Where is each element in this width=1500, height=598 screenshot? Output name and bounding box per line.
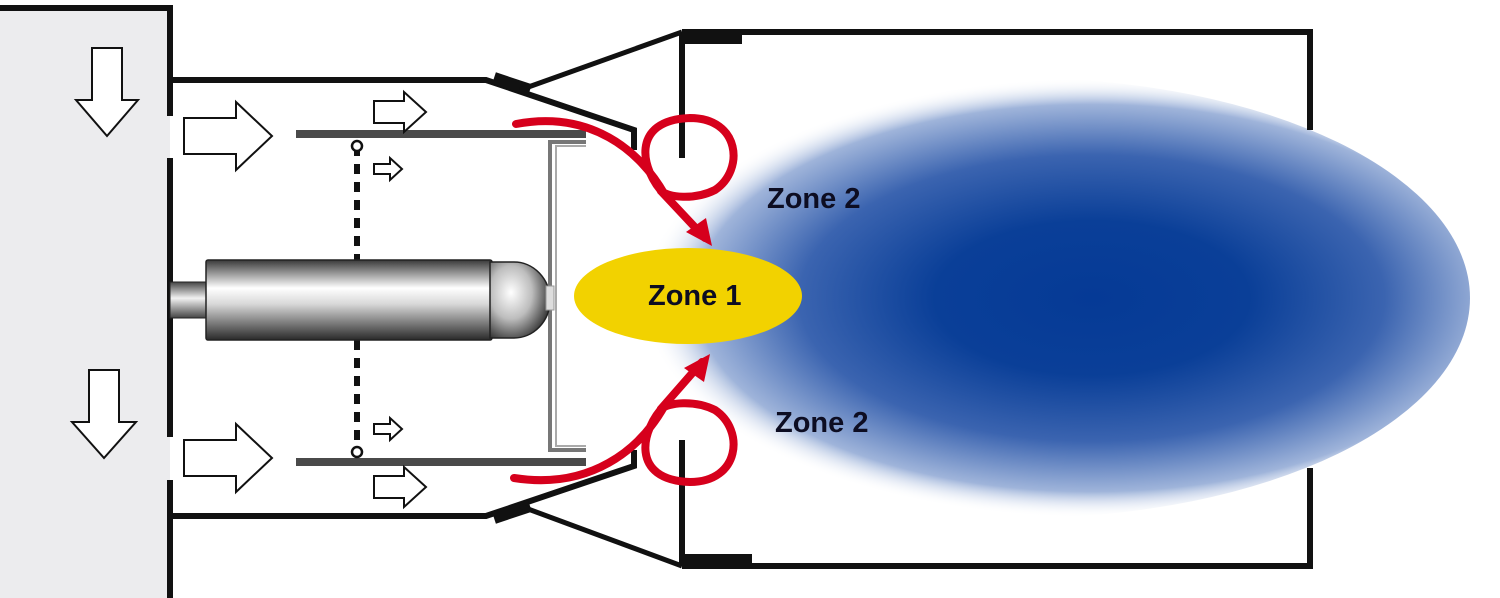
burner-quarl (519, 29, 683, 569)
zone1-label: Zone 1 (648, 280, 741, 312)
recirculation-arrow-icon (510, 113, 738, 487)
zone2-lower-label: Zone 2 (775, 407, 868, 439)
chamber-corner-plates (682, 32, 752, 566)
air-flow-arrow-icon (183, 89, 428, 510)
recirculation-arrowhead-icon (684, 218, 712, 382)
air-box-wall (0, 5, 173, 598)
zone1-ellipse (574, 248, 802, 344)
fuel-lance (169, 259, 555, 341)
flame-cloud (570, 78, 1470, 518)
air-inlet-arrow-icon (69, 47, 141, 460)
zone2-upper-label: Zone 2 (767, 183, 860, 215)
combustion-chamber (679, 29, 1313, 569)
burner-housing (170, 77, 637, 519)
swirler-support (350, 139, 364, 459)
